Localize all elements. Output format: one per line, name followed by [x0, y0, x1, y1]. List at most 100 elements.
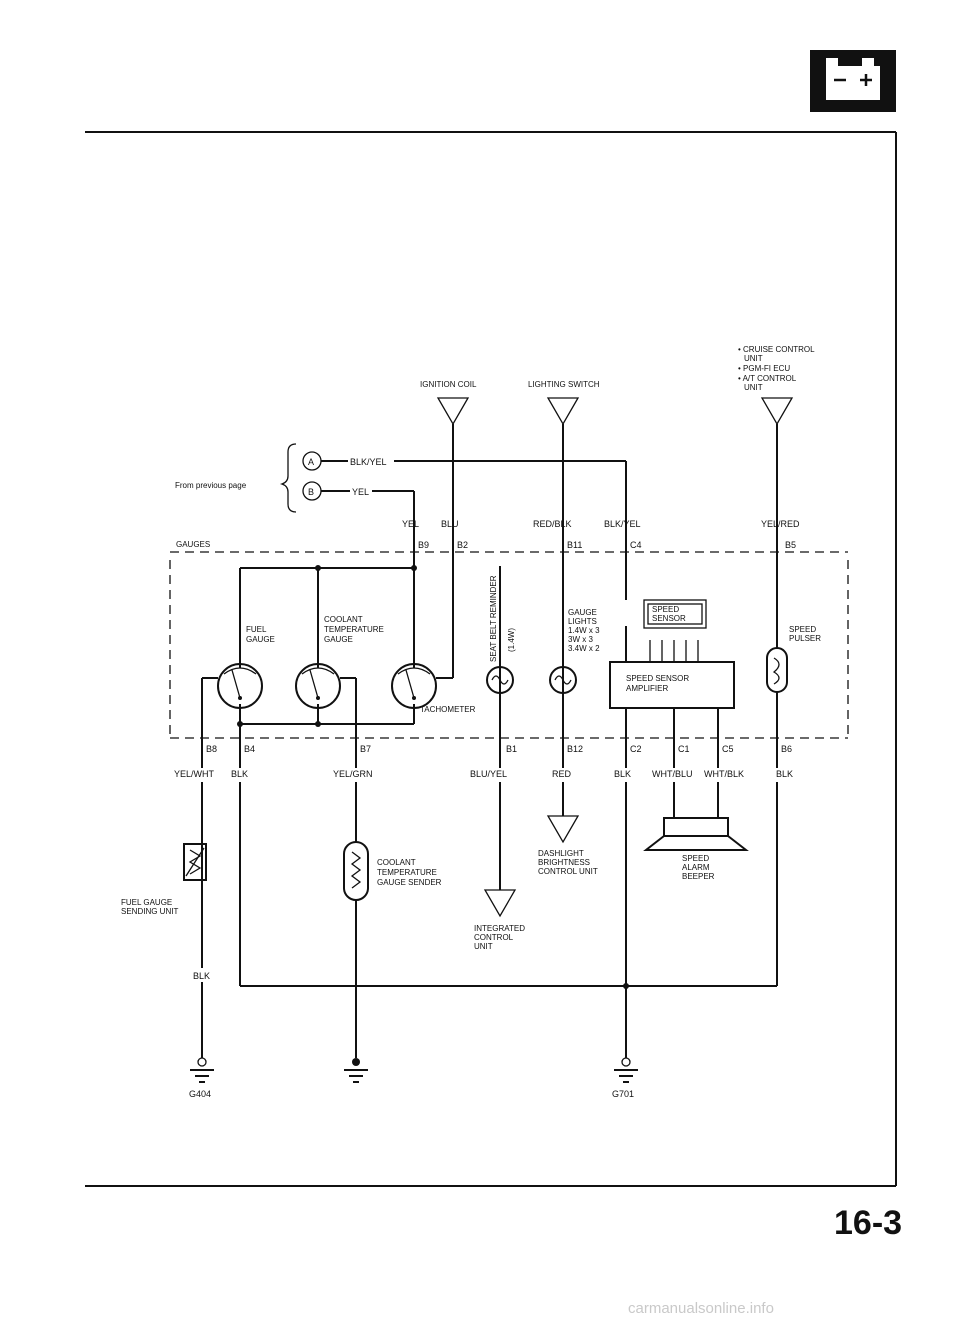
wire-b-label: YEL — [352, 487, 369, 497]
from-previous-page-label: From previous page — [175, 481, 247, 490]
ground-g404-label: G404 — [189, 1089, 211, 1099]
ground-coolant-icon — [344, 1058, 368, 1083]
dashlight-label-3: CONTROL UNIT — [538, 867, 598, 876]
speed-alarm-label-3: BEEPER — [682, 872, 715, 881]
cruise-line-4: • A/T CONTROL — [738, 374, 797, 383]
lower-wiring — [201, 738, 778, 1058]
terminal-b11: B11 — [567, 540, 582, 550]
speed-alarm-beeper-icon — [643, 817, 749, 851]
speed-sensor-label-2: SENSOR — [652, 614, 686, 623]
terminal-c2: C2 — [630, 744, 642, 754]
wire-yel-wht-label: YEL/WHT — [174, 769, 215, 779]
speed-pulser-label-1: SPEED — [789, 625, 816, 634]
dashlight-arrow-icon — [546, 815, 580, 844]
wire-blk-b4-label: BLK — [231, 769, 248, 779]
lighting-switch-arrow-icon — [546, 397, 580, 426]
fuel-sending-unit-icon — [183, 843, 207, 881]
wire-blu-label: BLU — [441, 519, 459, 529]
terminal-c1: C1 — [678, 744, 690, 754]
terminal-b7: B7 — [360, 744, 371, 754]
speed-sensor-amp-label-2: AMPLIFIER — [626, 684, 668, 693]
dashlight-label-2: BRIGHTNESS — [538, 858, 590, 867]
coolant-sender-label-2: TEMPERATURE — [377, 868, 437, 877]
terminal-b9: B9 — [418, 540, 429, 550]
ground-g701-icon — [614, 1057, 638, 1083]
speed-sensor-amp-label-1: SPEED SENSOR — [626, 674, 689, 683]
integrated-control-arrow-icon — [483, 889, 517, 918]
tachometer-label: TACHOMETER — [420, 705, 476, 714]
terminal-c5: C5 — [722, 744, 734, 754]
gauge-lights-label-3: 1.4W x 3 — [568, 626, 600, 635]
page-frame — [85, 131, 897, 1187]
wire-yel-red-label: YEL/RED — [761, 519, 800, 529]
wire-wht-blu-label: WHT/BLU — [652, 769, 693, 779]
cruise-line-3: • PGM-FI ECU — [738, 364, 790, 373]
speed-sensor-box — [643, 599, 707, 629]
coolant-gauge-label-3: GAUGE — [324, 635, 353, 644]
ground-g404-icon — [190, 1057, 214, 1083]
coolant-sender-icon — [343, 841, 369, 901]
terminal-b6: B6 — [781, 744, 792, 754]
coolant-sender-label-3: GAUGE SENDER — [377, 878, 442, 887]
terminal-c4: C4 — [630, 540, 642, 550]
watermark: carmanualsonline.info — [628, 1300, 774, 1317]
wire-blk-c2-label: BLK — [614, 769, 631, 779]
fuel-sending-unit-label-1: FUEL GAUGE — [121, 898, 172, 907]
wire-yel-grn-label: YEL/GRN — [333, 769, 373, 779]
coolant-gauge — [295, 663, 341, 709]
wire-red-label: RED — [552, 769, 572, 779]
seat-belt-rating: (1.4W) — [507, 628, 516, 652]
coolant-gauge-label-2: TEMPERATURE — [324, 625, 384, 634]
gauge-lights-bulb — [549, 666, 577, 694]
wire-wht-blk-label: WHT/BLK — [704, 769, 744, 779]
dashlight-label-1: DASHLIGHT — [538, 849, 584, 858]
terminal-b4: B4 — [244, 744, 255, 754]
speed-sensor-amp-box — [609, 661, 735, 709]
seat-belt-label: SEAT BELT REMINDER — [489, 575, 498, 662]
tachometer — [391, 663, 437, 709]
speed-sensor-inner-box — [647, 603, 703, 625]
speed-pulser-icon — [766, 647, 788, 693]
wire-yel-label: YEL — [402, 519, 419, 529]
lighting-switch-label: LIGHTING SWITCH — [528, 380, 600, 389]
fuel-gauge-label-2: GAUGE — [246, 635, 275, 644]
seat-belt-reminder-bulb — [486, 666, 514, 694]
gauges-section-label: GAUGES — [176, 540, 210, 549]
speed-sensor-label-1: SPEED — [652, 605, 679, 614]
cruise-arrow-icon — [760, 397, 794, 426]
cruise-line-2: UNIT — [744, 354, 763, 363]
fuel-sending-unit-label-2: SENDING UNIT — [121, 907, 178, 916]
connector-a-label: A — [308, 457, 314, 467]
integrated-control-label-2: CONTROL — [474, 933, 514, 942]
connector-b-label: B — [308, 487, 314, 497]
integrated-control-label-1: INTEGRATED — [474, 924, 525, 933]
fuel-gauge — [217, 663, 263, 709]
speed-alarm-label-1: SPEED — [682, 854, 709, 863]
battery-icon — [810, 50, 896, 112]
integrated-control-label-3: UNIT — [474, 942, 493, 951]
coolant-gauge-label-1: COOLANT — [324, 615, 363, 624]
terminal-b1: B1 — [506, 744, 517, 754]
cruise-control-label: • CRUISE CONTROL UNIT • PGM-FI ECU • A/T… — [738, 345, 815, 392]
gauge-lights-label-5: 3.4W x 2 — [568, 644, 600, 653]
cruise-line-1: • CRUISE CONTROL — [738, 345, 815, 354]
wire-red-blk-label: RED/BLK — [533, 519, 572, 529]
wire-blk-b6-label: BLK — [776, 769, 793, 779]
ignition-coil-label: IGNITION COIL — [420, 380, 477, 389]
gauge-lights-label-4: 3W x 3 — [568, 635, 593, 644]
terminal-b2: B2 — [457, 540, 468, 550]
ignition-coil-arrow-icon — [436, 397, 470, 426]
cruise-line-5: UNIT — [744, 383, 763, 392]
coolant-sender-label-1: COOLANT — [377, 858, 416, 867]
wire-blu-yel-label: BLU/YEL — [470, 769, 507, 779]
speed-pulser-label-2: PULSER — [789, 634, 821, 643]
terminal-b5: B5 — [785, 540, 796, 550]
wire-blk-yel-label: BLK/YEL — [604, 519, 641, 529]
fuel-gauge-label-1: FUEL — [246, 625, 267, 634]
ground-g701-label: G701 — [612, 1089, 634, 1099]
wire-a-label: BLK/YEL — [350, 457, 387, 467]
speed-alarm-label-2: ALARM — [682, 863, 710, 872]
gauge-lights-label-1: GAUGE — [568, 608, 597, 617]
terminal-b12: B12 — [567, 744, 583, 754]
